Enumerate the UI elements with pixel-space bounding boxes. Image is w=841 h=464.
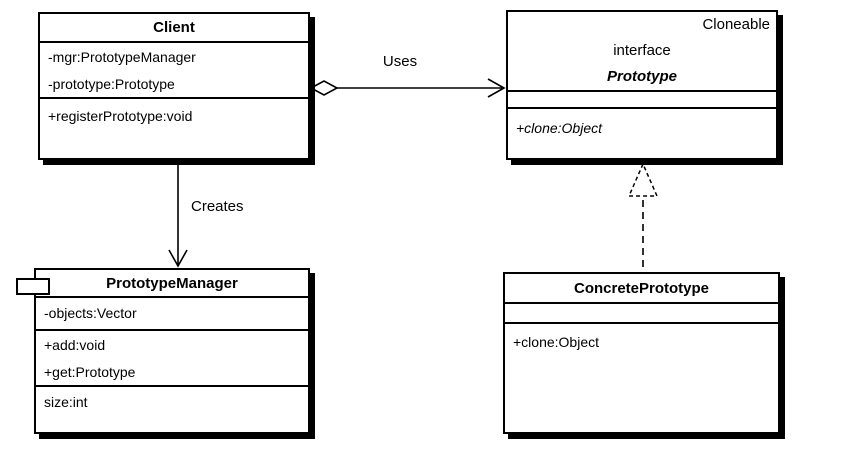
prototype-title-block: Cloneable interface Prototype (508, 12, 776, 90)
component-tab-icon (16, 278, 50, 295)
concrete-prototype-empty-attributes (505, 302, 778, 322)
prototype-manager-attributes: -objects:Vector (36, 296, 308, 329)
uses-edge-label: Uses (382, 53, 418, 70)
creates-edge-label: Creates (191, 198, 244, 215)
prototype-empty-attributes (508, 90, 776, 107)
prototype-methods: +clone:Object (508, 107, 776, 158)
property-line: size:int (44, 394, 88, 410)
class-name-client: Client (153, 19, 195, 36)
stereotype-label: interface (613, 42, 671, 59)
uses-open-arrowhead-icon (487, 78, 506, 98)
attribute-line: -objects:Vector (44, 305, 137, 321)
method-line: +clone:Object (513, 334, 599, 350)
class-box-prototype-manager: PrototypeManager -objects:Vector +add:vo… (16, 268, 310, 434)
class-name-prototype: Prototype (606, 68, 677, 85)
prototype-manager-methods: +add:void +get:Prototype (36, 329, 308, 385)
client-methods: +registerPrototype:void (40, 97, 308, 158)
aggregation-diamond-icon (309, 80, 339, 96)
creates-open-arrowhead-icon (168, 249, 188, 268)
method-line: +clone:Object (516, 120, 602, 136)
attribute-line: -prototype:Prototype (48, 76, 175, 92)
class-box-prototype: Cloneable interface Prototype +clone:Obj… (506, 10, 778, 160)
corner-label: Cloneable (702, 16, 770, 33)
class-box-concrete-prototype: ConcretePrototype +clone:Object (503, 272, 780, 434)
class-box-client: Client -mgr:PrototypeManager -prototype:… (38, 12, 310, 160)
method-line: +registerPrototype:void (48, 108, 193, 124)
class-name-prototype-manager: PrototypeManager (106, 274, 238, 292)
class-name-concrete-prototype: ConcretePrototype (573, 279, 710, 297)
concrete-prototype-methods: +clone:Object (505, 322, 778, 432)
realization-triangle-icon (627, 162, 659, 197)
attribute-line: -mgr:PrototypeManager (48, 49, 196, 65)
method-line: +add:void (44, 337, 106, 353)
prototype-manager-properties: size:int (36, 385, 308, 432)
method-line: +get:Prototype (44, 364, 136, 380)
client-attributes: -mgr:PrototypeManager -prototype:Prototy… (40, 41, 308, 97)
